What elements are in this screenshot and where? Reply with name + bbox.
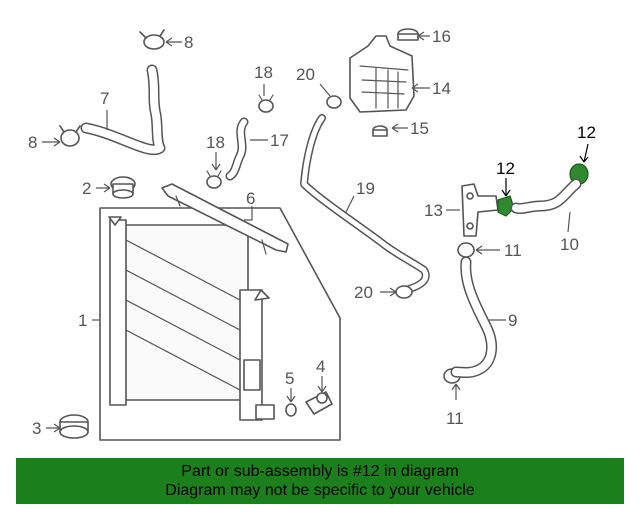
radiator-mount-cushion bbox=[59, 414, 89, 439]
callout-13: 13 bbox=[424, 201, 443, 220]
reservoir-hose-clamp-bottom bbox=[395, 285, 413, 299]
callout-14: 14 bbox=[432, 79, 451, 98]
notice-line-disclaimer: Diagram may not be specific to your vehi… bbox=[165, 482, 475, 499]
hose-clamp-11-upper bbox=[457, 242, 475, 258]
callout-12-upper: 12 bbox=[577, 123, 596, 142]
callout-12-lower: 12 bbox=[496, 159, 515, 178]
callout-8-lower: 8 bbox=[28, 133, 37, 152]
bypass-hose-clamp-top bbox=[258, 94, 274, 113]
water-outlet bbox=[461, 183, 499, 237]
callout-8-upper: 8 bbox=[184, 33, 193, 52]
notice-line-part: Part or sub-assembly is #12 in diagram bbox=[181, 463, 459, 480]
callout-6: 6 bbox=[246, 189, 255, 208]
notice-banner: Part or sub-assembly is #12 in diagram D… bbox=[16, 458, 624, 504]
callout-16: 16 bbox=[432, 27, 451, 46]
radiator-cap bbox=[110, 176, 136, 199]
hose-clamp-upper bbox=[139, 29, 165, 50]
bypass-hose bbox=[225, 117, 249, 181]
leader-lines bbox=[42, 31, 589, 433]
callout-1: 1 bbox=[78, 311, 87, 330]
callout-19: 19 bbox=[356, 179, 375, 198]
coolant-reservoir-tank bbox=[349, 35, 415, 113]
callout-7: 7 bbox=[100, 89, 109, 108]
radiator-support-seal bbox=[161, 183, 289, 255]
lower-radiator-hose bbox=[450, 256, 498, 378]
radiator-outlet-hose bbox=[510, 178, 582, 215]
callout-15: 15 bbox=[410, 119, 429, 138]
callout-20-top: 20 bbox=[296, 65, 315, 84]
drain-plug-o-ring bbox=[285, 403, 297, 417]
callout-18-bottom: 18 bbox=[206, 133, 225, 152]
callout-17: 17 bbox=[270, 131, 289, 150]
drain-plug bbox=[305, 391, 333, 415]
hose-clamp-lower bbox=[59, 125, 81, 147]
reservoir-cap bbox=[397, 28, 419, 41]
callout-3: 3 bbox=[32, 419, 41, 438]
bypass-hose-clamp-bottom bbox=[206, 170, 222, 189]
callout-18-top: 18 bbox=[254, 63, 273, 82]
reservoir-hose bbox=[300, 114, 430, 294]
callout-labels: 8 7 8 2 6 1 3 18 18 17 20 16 14 15 19 20… bbox=[28, 27, 596, 438]
callout-11-lower: 11 bbox=[446, 409, 464, 428]
upper-radiator-hose bbox=[80, 64, 166, 156]
reservoir-cushion bbox=[372, 125, 388, 137]
radiator-assembly bbox=[99, 207, 341, 441]
hose-clamp-12-lower bbox=[497, 195, 515, 217]
callout-4: 4 bbox=[316, 357, 325, 376]
callout-9: 9 bbox=[508, 311, 517, 330]
callout-2: 2 bbox=[82, 179, 91, 198]
reservoir-hose-clamp-top bbox=[326, 95, 342, 109]
callout-20-bottom: 20 bbox=[354, 283, 373, 302]
callout-11-upper: 11 bbox=[504, 241, 522, 260]
callout-5: 5 bbox=[285, 369, 294, 388]
callout-10: 10 bbox=[560, 235, 579, 254]
